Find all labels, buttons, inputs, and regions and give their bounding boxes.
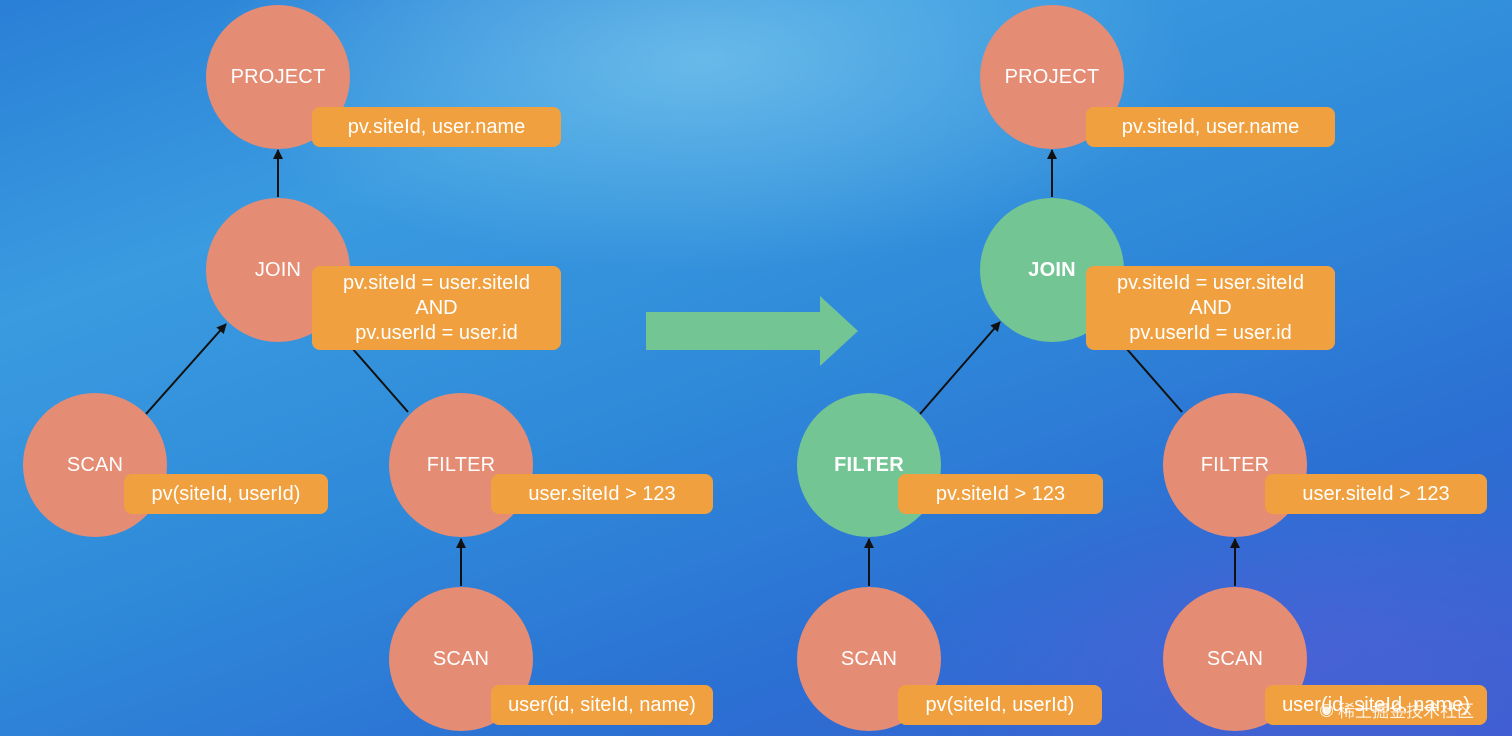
left-join-title: JOIN: [254, 258, 302, 281]
watermark: ◉ 稀土掘金技术社区: [1319, 697, 1474, 722]
right-filter-pv-label: pv.siteId > 123: [898, 474, 1103, 514]
watermark-text: 稀土掘金技术社区: [1338, 702, 1474, 721]
edge-scan-to-join-left: [145, 323, 227, 415]
edge-join-to-filter-left: [351, 347, 409, 413]
left-join-label-line-2: AND: [415, 296, 458, 319]
left-join-label: pv.siteId = user.siteId AND pv.userId = …: [312, 266, 561, 350]
right-project-title: PROJECT: [1004, 65, 1100, 88]
transform-arrow-icon: [646, 296, 858, 366]
right-join-label-line-3: pv.userId = user.id: [1129, 321, 1292, 344]
left-project-title: PROJECT: [230, 65, 326, 88]
left-scan-user-label: user(id, siteId, name): [491, 685, 713, 725]
left-join-label-line-1: pv.siteId = user.siteId: [343, 271, 530, 294]
right-filter-pv-node: FILTER: [797, 393, 941, 537]
right-scan-user-title: SCAN: [1206, 647, 1264, 670]
left-project-label: pv.siteId, user.name: [312, 107, 561, 147]
right-filter-user-node: FILTER: [1163, 393, 1307, 537]
right-join-label-line-1: pv.siteId = user.siteId: [1117, 271, 1304, 294]
right-scan-pv-label: pv(siteId, userId): [898, 685, 1102, 725]
edge-join-to-filter-right: [1125, 347, 1183, 413]
right-filter-pv-title: FILTER: [834, 453, 904, 476]
right-scan-user-label: user(id, siteId, name): [1265, 685, 1487, 725]
right-join-title: JOIN: [1028, 258, 1076, 281]
right-join-label-line-2: AND: [1189, 296, 1232, 319]
right-project-label: pv.siteId, user.name: [1086, 107, 1335, 147]
left-filter-user-label: user.siteId > 123: [491, 474, 713, 514]
left-scan-pv-label: pv(siteId, userId): [124, 474, 328, 514]
left-filter-user-title: FILTER: [426, 453, 496, 476]
right-join-label: pv.siteId = user.siteId AND pv.userId = …: [1086, 266, 1335, 350]
left-scan-user-title: SCAN: [432, 647, 490, 670]
left-filter-user-node: FILTER: [389, 393, 533, 537]
right-filter-user-label: user.siteId > 123: [1265, 474, 1487, 514]
right-filter-user-title: FILTER: [1200, 453, 1270, 476]
edge-filter-to-join-right: [919, 321, 1001, 415]
left-scan-pv-node: SCAN: [23, 393, 167, 537]
logo-icon: ◉: [1319, 699, 1334, 719]
right-scan-pv-title: SCAN: [840, 647, 898, 670]
left-scan-pv-title: SCAN: [66, 453, 124, 476]
left-join-label-line-3: pv.userId = user.id: [355, 321, 518, 344]
